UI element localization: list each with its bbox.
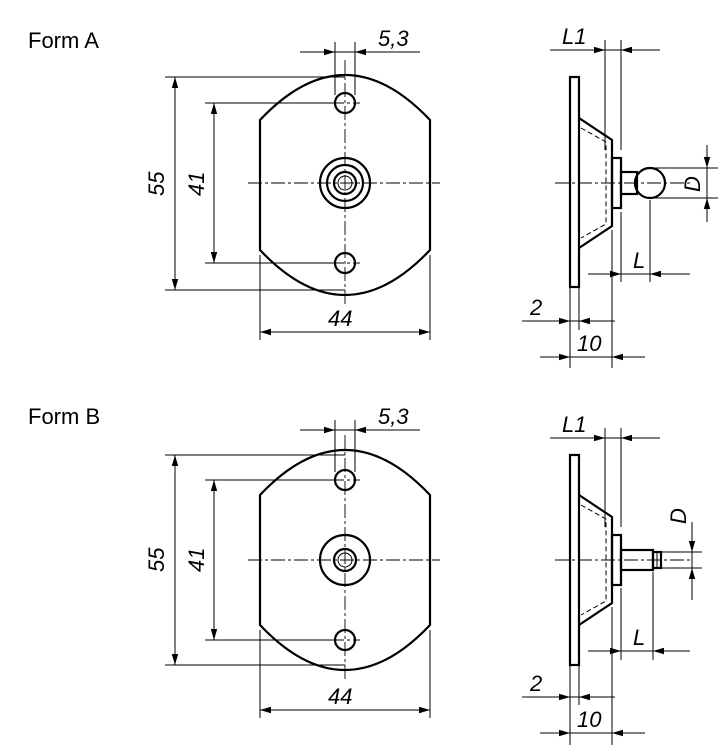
form-b-stud-inner [332, 547, 358, 573]
form-b-dim-hole: 5,3 [378, 404, 409, 429]
form-a-title: Form A [28, 28, 99, 53]
form-a-side-dim-plate: 2 [529, 295, 542, 320]
form-a-dim-hole-spacing: 41 [184, 172, 209, 196]
form-a-side-dim-l1: L1 [562, 24, 586, 49]
form-a-dim-width: 44 [328, 306, 352, 331]
form-a-dim-hole: 5,3 [378, 26, 409, 51]
form-b-dim-width: 44 [328, 684, 352, 709]
form-a-front-view: 5,3 55 41 44 [144, 26, 440, 340]
form-b-group: Form B 5,3 55 [28, 404, 702, 745]
form-a-stud-inner [332, 170, 358, 196]
form-a-stud-outer [318, 156, 372, 210]
form-a-side-dim-d: D [680, 176, 705, 192]
form-b-side-dim-depth: 10 [577, 707, 602, 732]
form-b-side-dim-l1: L1 [562, 412, 586, 437]
form-b-title: Form B [28, 404, 100, 429]
form-a-plate-outline [258, 74, 432, 296]
form-b-side-dim-plate: 2 [529, 671, 542, 696]
form-a-stud-mid [325, 163, 365, 203]
form-b-dim-height: 55 [144, 547, 169, 572]
form-a-side-view: L1 D L 2 10 [522, 24, 718, 368]
form-a-dim-height: 55 [144, 171, 169, 196]
form-a-side-dim-l: L [633, 248, 645, 273]
form-a-group: Form A 5,3 [28, 24, 718, 368]
form-b-dim-hole-spacing: 41 [184, 548, 209, 572]
form-a-side-plate [568, 75, 581, 289]
form-b-side-dim-l: L [633, 625, 645, 650]
form-b-stud-outer [318, 533, 372, 587]
form-a-side-dim-depth: 10 [577, 331, 602, 356]
form-b-front-view: 5,3 55 41 44 [144, 404, 440, 718]
form-b-side-view: L1 D L 2 10 [522, 412, 702, 745]
form-b-side-dim-d: D [666, 508, 691, 524]
